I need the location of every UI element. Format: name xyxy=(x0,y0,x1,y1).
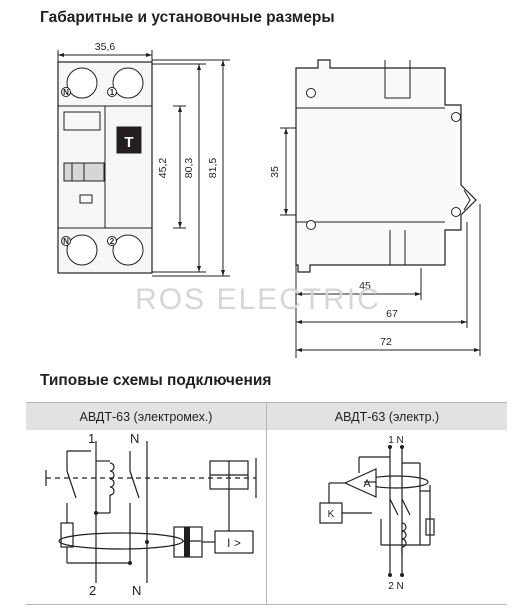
rail-label: 35 xyxy=(269,166,281,178)
label-top-1n: 1 N xyxy=(388,435,404,446)
relay-k-label: K xyxy=(328,509,335,520)
schemes-table: АВДТ-63 (электромех.) АВДТ-63 (электр.) xyxy=(26,402,507,605)
scheme-electromech xyxy=(45,441,257,583)
height-label-45: 45,2 xyxy=(157,158,169,179)
amplifier-a-label: A xyxy=(363,478,371,490)
column-divider xyxy=(266,403,267,604)
label-1: 1 xyxy=(88,431,95,446)
label-n-top: N xyxy=(130,431,139,446)
scheme-header-electromech: АВДТ-63 (электромех.) xyxy=(26,403,266,430)
schemes-drawing: 1 N 2 N I > 1 N 2 N A K xyxy=(45,431,435,598)
depth-label-72: 72 xyxy=(380,336,392,348)
scheme-header-electronic: АВДТ-63 (электр.) xyxy=(267,403,507,430)
terminal-label-1: 1 xyxy=(110,88,115,97)
amplifier-label: I > xyxy=(227,536,241,550)
terminal-label-n-bottom: N xyxy=(63,237,69,246)
terminal-label-n-top: N xyxy=(63,88,69,97)
depth-label-67: 67 xyxy=(386,308,398,320)
watermark: ROS ELECTRIC xyxy=(135,283,381,316)
label-bottom-2n: 2 N xyxy=(388,581,404,592)
label-n-bottom: N xyxy=(132,583,141,598)
schemes-heading: Типовые схемы подключения xyxy=(40,372,272,389)
height-label-81: 81,5 xyxy=(207,158,219,179)
dimensions-drawing: 35,6 45,2 80,3 81,5 35 45 67 72 N 1 N 2 … xyxy=(57,41,481,358)
depth-label-45: 45 xyxy=(359,280,371,292)
width-label: 35,6 xyxy=(95,41,116,53)
scheme-electronic xyxy=(319,448,435,573)
height-label-80: 80,3 xyxy=(183,158,195,179)
test-button-label: T xyxy=(124,134,133,151)
label-2: 2 xyxy=(89,583,96,598)
dimensions-heading: Габаритные и установочные размеры xyxy=(40,9,335,26)
terminal-label-2: 2 xyxy=(110,237,115,246)
side-view xyxy=(280,59,481,358)
front-view xyxy=(57,50,230,277)
